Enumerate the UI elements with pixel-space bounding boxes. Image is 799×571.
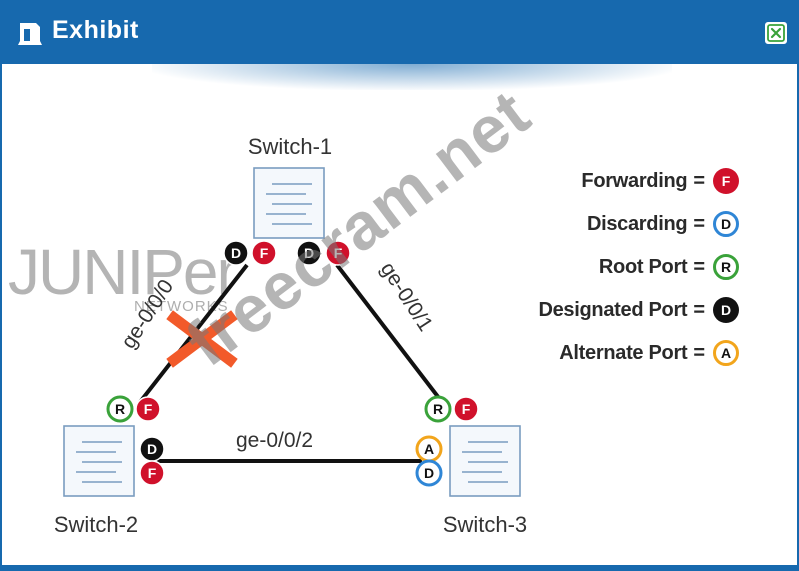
link-s1-s3-line	[335, 263, 444, 404]
svg-text:R: R	[433, 401, 443, 417]
link-s2-s3-label: ge-0/0/2	[236, 429, 313, 452]
legend-equals: =	[693, 341, 705, 364]
svg-text:D: D	[147, 441, 157, 457]
title-bar: Exhibit	[2, 0, 797, 64]
window-title: Exhibit	[52, 16, 139, 44]
legend-row-designated-port: Designated Port = D	[538, 293, 739, 327]
legend-row-root-port: Root Port = R	[599, 250, 739, 284]
svg-text:F: F	[462, 401, 471, 417]
legend-equals: =	[693, 298, 705, 321]
svg-text:F: F	[260, 245, 269, 261]
svg-text:R: R	[115, 401, 125, 417]
legend-label: Discarding	[586, 212, 688, 235]
switch-3-icon[interactable]	[449, 425, 521, 497]
s2-right-port-state-badge: F	[139, 460, 165, 486]
s3-top-port-state-badge: F	[453, 396, 479, 422]
stp-topology-diagram: Switch-1 Switch-2 Switch-3 ge-0/0/0 ge-0…	[54, 134, 527, 537]
designated-port-badge-icon: D	[713, 297, 739, 323]
close-button[interactable]	[765, 22, 787, 44]
s1-left-port-state-badge: F	[251, 240, 277, 266]
link-s1-s2-label: ge-0/0/0	[117, 276, 178, 353]
s1-right-port-role-badge: D	[296, 240, 322, 266]
s1-left-port-role-badge: D	[223, 240, 249, 266]
legend-equals: =	[693, 212, 705, 235]
legend-label: Alternate Port	[559, 341, 688, 364]
svg-text:A: A	[424, 441, 434, 457]
blocked-link-marker	[166, 310, 238, 368]
svg-text:F: F	[334, 245, 343, 261]
root-port-badge-icon: R	[713, 254, 739, 280]
switch-1-icon[interactable]	[253, 167, 325, 239]
legend-label: Forwarding	[581, 169, 688, 192]
legend-equals: =	[693, 255, 705, 278]
s3-left-port-role-badge: A	[415, 435, 443, 463]
switch-3-label: Switch-3	[443, 512, 527, 537]
title-shadow	[152, 64, 672, 90]
link-s1-s3-label: ge-0/0/1	[376, 258, 437, 335]
svg-text:D: D	[424, 465, 434, 481]
forwarding-badge-icon: F	[713, 168, 739, 194]
legend-row-alternate-port: Alternate Port = A	[559, 336, 739, 370]
legend-row-forwarding: Forwarding = F	[581, 164, 739, 198]
exhibit-icon	[18, 23, 42, 45]
switch-2-icon[interactable]	[63, 425, 135, 497]
legend-label: Root Port	[598, 255, 688, 278]
discarding-badge-icon: D	[713, 211, 739, 237]
svg-text:F: F	[148, 465, 157, 481]
svg-text:D: D	[231, 245, 241, 261]
s1-right-port-state-badge: F	[325, 240, 351, 266]
s2-top-port-role-badge: R	[106, 395, 134, 423]
svg-text:D: D	[304, 245, 314, 261]
svg-text:F: F	[144, 401, 153, 417]
switch-1-label: Switch-1	[248, 134, 332, 159]
s2-right-port-role-badge: D	[139, 436, 165, 462]
s3-left-port-state-badge: D	[415, 459, 443, 487]
switch-2-label: Switch-2	[54, 512, 138, 537]
s2-top-port-state-badge: F	[135, 396, 161, 422]
alternate-port-badge-icon: A	[713, 340, 739, 366]
close-icon	[767, 24, 785, 42]
s3-top-port-role-badge: R	[424, 395, 452, 423]
legend-equals: =	[693, 169, 705, 192]
legend-row-discarding: Discarding = D	[587, 207, 739, 241]
legend-label: Designated Port	[538, 298, 688, 321]
